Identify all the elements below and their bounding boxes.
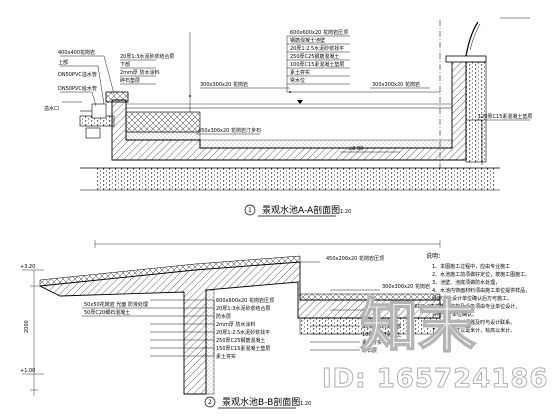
- notes-item-1: 1、本图施工过程中，应由专业施工: [432, 263, 510, 270]
- section2-label-tile50b: 50厚C20细石混凝土: [84, 309, 130, 316]
- notes-item-2: 2、水池施工前须做好定位，按施工图施工。: [432, 271, 530, 278]
- section2-concrete: [38, 261, 441, 395]
- section1-label-base-left: 碎石垫层: [120, 77, 140, 84]
- section1-label-left-note: 溢水口: [44, 105, 59, 112]
- notes-item-3: 3、池壁、池底须做防水处理，: [432, 279, 500, 286]
- section1-label-stone300-right: 300x300x20 花岗岩: [372, 81, 420, 88]
- section1-label-dn50b: DN50PVC给水管: [58, 85, 97, 92]
- section2-label-tile50: 50x50花岗岩 光面 防滑处理: [84, 301, 148, 308]
- section2-title: 景观水池B-B剖面图: [222, 396, 300, 408]
- section1-gravel-base: [95, 168, 495, 190]
- section2-title-number: 2: [208, 399, 212, 406]
- watermark-logo-text: 知末: [360, 292, 476, 358]
- notes-item-8: 6、施工中遇到问题及时与设计联系。: [432, 319, 515, 326]
- section1-scale: 1:20: [340, 209, 351, 215]
- section2-label-layer7: 素土夯实: [216, 353, 236, 360]
- section2-label-tile600b: 600x600x20 花岗岩: [402, 303, 450, 310]
- section1-label-tile600: 600x600x20 花岗岩压顶: [290, 29, 348, 36]
- section1-title: 景观水池A-A剖面图: [262, 204, 340, 216]
- section1-label-layer2: 钢筋混凝土池壁: [290, 37, 325, 44]
- section1-label-layer-b: 下部: [120, 61, 130, 68]
- section1-label-layer5: 250厚C25钢筋混凝土: [290, 53, 339, 60]
- notes-block: 说明： 1、本图施工过程中，应由专业施工 2、水池施工前须做好定位，按施工图施工…: [426, 252, 530, 334]
- notes-item-4: 4、水池内饰面材料须由施工单位提供样品，: [432, 287, 530, 294]
- section2-label-layer6: 150厚C15素混凝土垫层: [216, 345, 270, 352]
- section2-label-layer1: 20厚1:3水泥砂浆结合层: [216, 305, 270, 312]
- section2-label-r2: 100厚C15混凝土: [362, 331, 401, 338]
- section1-label-water: 常水位: [290, 77, 305, 84]
- notes-item-9: 7、本图尺寸以毫米计，标高以米计。: [432, 327, 515, 334]
- section1-jet-arc: [465, 21, 479, 57]
- notes-item-7: 并经设计单位确认。: [432, 311, 477, 318]
- section2-elev-top: +3.20: [20, 264, 35, 270]
- watermark-id: ID: 165724186: [322, 364, 549, 395]
- section1-label-layer6: 100厚C15素混凝土垫层: [290, 61, 344, 68]
- section2-label-r4: 碎石层: [362, 347, 377, 354]
- section1-label-dim-bottom: ±0.00: [348, 146, 363, 152]
- section1-title-number: 1: [248, 207, 252, 214]
- notes-item-5: 经甲方及设计单位确认后方可施工。: [432, 295, 512, 302]
- section1-label-layer7: 素土夯实: [290, 69, 310, 76]
- section2-label-layer2: 防水层: [216, 313, 231, 320]
- section1-label-layer1: 20厚1:3水泥砂浆结合层: [120, 53, 174, 60]
- section2-label-r1: 20厚1:3水泥砂浆: [362, 323, 401, 330]
- section2-label-tile600: 600x600x20 花岗岩压顶: [216, 297, 274, 304]
- section1-label-cap: 400x400花岗岩: [58, 49, 95, 56]
- section1-label-stone450: 450x300x20 花岗岩汀步石: [198, 127, 261, 134]
- section2-elev-mid: +1.00: [20, 368, 35, 374]
- section1-label-dn50: DN50PVC溢水管: [58, 71, 97, 78]
- section1-label-layer3: 2mm厚 防水涂料: [120, 69, 160, 76]
- section2-label-layer4: 20厚1:2.5水泥砂浆找平: [216, 329, 270, 336]
- section2-label-r3: 素土夯实: [362, 339, 382, 346]
- section1-cap-stone: [105, 91, 129, 103]
- notes-heading: 说明：: [426, 252, 444, 260]
- watermark-logo: 知末: [359, 291, 477, 358]
- section2-label-layer3: 2mm厚 防水涂料: [216, 321, 256, 328]
- section1-label-layer-a: 上部: [58, 59, 68, 66]
- notes-item-6: 5、水池结构及设备须由专业单位设计，: [432, 303, 520, 310]
- section2-label-tile450: 450x200x20 花岗岩压顶: [326, 255, 384, 262]
- section1-label-right-note: 120厚C15素混凝土垫层: [478, 113, 532, 120]
- section1-stepping-stone: [125, 111, 201, 133]
- section2-label-layer5: 250厚C25钢筋混凝土: [216, 337, 265, 344]
- section1-label-stone300: 300x300x20 花岗岩: [200, 81, 248, 88]
- section1-label-layer4: 20厚1:2.5水泥砂浆找平: [290, 45, 344, 52]
- section-2: 2000 +3.20 +1.00 450x200x20 花岗岩压顶: [20, 240, 450, 409]
- section2-dim-h: 2000: [24, 320, 30, 333]
- section-1: 400x400花岗岩 上部 DN50PVC溢水管 DN50PVC给水管 溢水口 …: [44, 17, 532, 217]
- section2-label-stone300b: 300x300x20 花岗岩: [382, 283, 430, 290]
- section2-scale: 1:20: [300, 401, 311, 407]
